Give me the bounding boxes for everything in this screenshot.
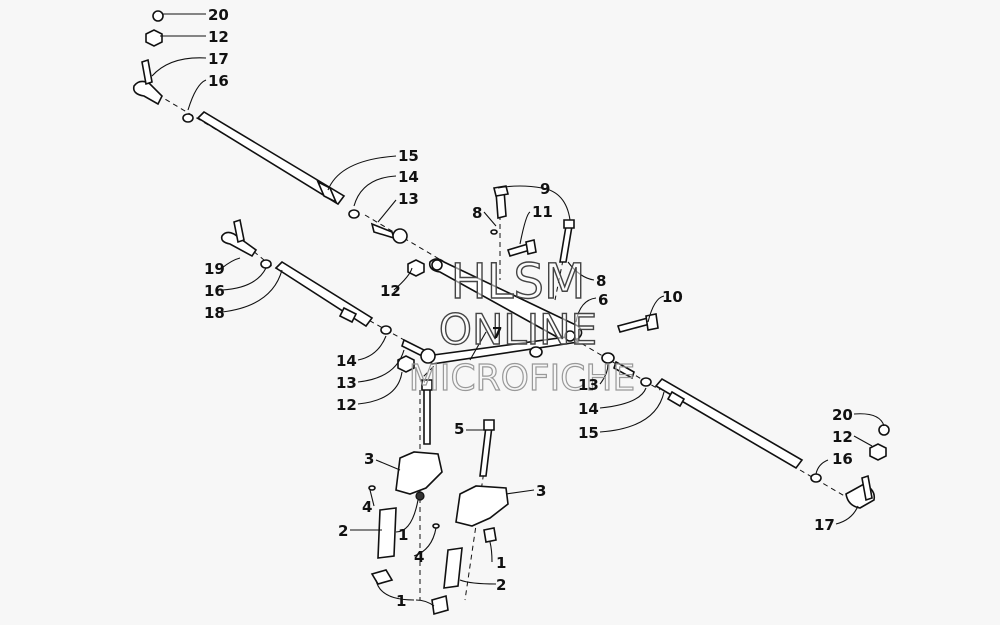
callout-13[interactable]: 13 bbox=[398, 190, 419, 208]
tie-rod-end-left bbox=[220, 218, 258, 258]
callout-20[interactable]: 20 bbox=[832, 406, 853, 424]
steering-arm-left bbox=[368, 451, 449, 616]
callout-12[interactable]: 12 bbox=[380, 282, 401, 300]
callout-15[interactable]: 15 bbox=[578, 424, 599, 442]
callout-9[interactable]: 9 bbox=[540, 180, 550, 198]
callout-4[interactable]: 4 bbox=[362, 498, 372, 516]
callout-11[interactable]: 11 bbox=[532, 203, 553, 221]
callout-14[interactable]: 14 bbox=[336, 352, 357, 370]
watermark-line2: ONLINE bbox=[439, 305, 597, 354]
callout-12[interactable]: 12 bbox=[832, 428, 853, 446]
callout-14[interactable]: 14 bbox=[578, 400, 599, 418]
callout-1[interactable]: 1 bbox=[496, 554, 506, 572]
callout-16[interactable]: 16 bbox=[204, 282, 225, 300]
steering-arm-right bbox=[432, 485, 509, 589]
callout-10[interactable]: 10 bbox=[662, 288, 683, 306]
callout-2[interactable]: 2 bbox=[338, 522, 348, 540]
callout-7[interactable]: 7 bbox=[492, 324, 502, 342]
tie-rod-end-upper-left bbox=[132, 58, 163, 106]
callout-17[interactable]: 17 bbox=[814, 516, 835, 534]
callout-16[interactable]: 16 bbox=[832, 450, 853, 468]
callout-14[interactable]: 14 bbox=[398, 168, 419, 186]
leader-lines bbox=[151, 13, 885, 607]
callout-13[interactable]: 13 bbox=[578, 376, 599, 394]
callout-12[interactable]: 12 bbox=[208, 28, 229, 46]
callout-1[interactable]: 1 bbox=[396, 592, 406, 610]
tie-rod-end-lower-right bbox=[845, 474, 876, 509]
upper-tie-rod bbox=[196, 110, 346, 206]
callout-13[interactable]: 13 bbox=[336, 374, 357, 392]
callout-8[interactable]: 8 bbox=[472, 204, 482, 222]
left-tie-rod bbox=[274, 260, 374, 328]
watermark-line1: HLSM bbox=[451, 254, 586, 310]
watermark: HLSM ONLINE MICROFICHE bbox=[408, 253, 636, 399]
small-hardware bbox=[145, 10, 890, 483]
callout-8[interactable]: 8 bbox=[596, 272, 606, 290]
callout-labels: 20 12 17 16 15 14 13 9 8 11 8 6 10 19 16… bbox=[204, 6, 853, 610]
bolts bbox=[421, 185, 659, 477]
callout-18[interactable]: 18 bbox=[204, 304, 225, 322]
callout-3[interactable]: 3 bbox=[364, 450, 374, 468]
callout-1[interactable]: 1 bbox=[398, 526, 408, 544]
callout-16[interactable]: 16 bbox=[208, 72, 229, 90]
callout-6[interactable]: 6 bbox=[598, 291, 608, 309]
callout-5[interactable]: 5 bbox=[454, 420, 464, 438]
callout-12[interactable]: 12 bbox=[336, 396, 357, 414]
callout-17[interactable]: 17 bbox=[208, 50, 229, 68]
lower-tie-rod bbox=[654, 377, 804, 470]
callout-2[interactable]: 2 bbox=[496, 576, 506, 594]
callout-3[interactable]: 3 bbox=[536, 482, 546, 500]
callout-20[interactable]: 20 bbox=[208, 6, 229, 24]
callout-4[interactable]: 4 bbox=[414, 548, 424, 566]
callout-15[interactable]: 15 bbox=[398, 147, 419, 165]
center-drag-link bbox=[424, 258, 583, 365]
callout-19[interactable]: 19 bbox=[204, 260, 225, 278]
watermark-line3: MICROFICHE bbox=[409, 358, 635, 399]
